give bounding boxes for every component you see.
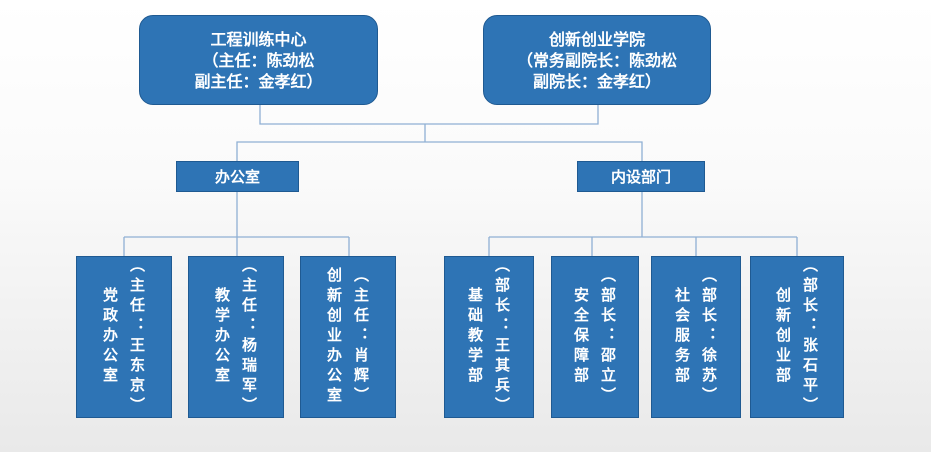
- unit-head: （主任：杨瑞军）: [240, 257, 258, 417]
- unit-name: 基础教学部: [466, 287, 484, 387]
- unit-name: 社会服务部: [673, 287, 691, 387]
- top-unit-line: 副主任：金孝红）: [194, 71, 323, 91]
- top-unit-line: 副院长：金孝红）: [532, 71, 661, 91]
- unit-name: 党政办公室: [101, 287, 119, 387]
- branch-office: 办公室: [176, 161, 299, 192]
- unit-head: （部长：徐苏）: [700, 267, 718, 407]
- unit-head: （部长：王其兵）: [493, 257, 511, 417]
- office-unit: 创新创业办公室 （主任：肖辉）: [300, 256, 396, 418]
- unit-head: （部长：邵立）: [599, 267, 617, 407]
- department-unit: 创新创业部 （部长：张石平）: [750, 256, 844, 418]
- office-unit: 党政办公室 （主任：王东京）: [76, 256, 172, 418]
- connector-top-join: [259, 105, 599, 125]
- branch-internal-departments: 内设部门: [577, 161, 705, 192]
- department-unit: 安全保障部 （部长：邵立）: [551, 256, 639, 418]
- top-unit-name: 工程训练中心: [210, 29, 307, 49]
- unit-head: （部长：张石平）: [801, 257, 819, 417]
- top-unit-name: 创新创业学院: [548, 29, 645, 49]
- unit-name: 创新创业部: [774, 287, 792, 387]
- top-unit-innovation-college: 创新创业学院 （常务副院长：陈劲松 副院长：金孝红）: [483, 15, 711, 105]
- top-unit-line: （主任：陈劲松: [202, 50, 315, 70]
- unit-head: （主任：肖辉）: [352, 267, 370, 407]
- unit-name: 安全保障部: [572, 287, 590, 387]
- branch-label: 办公室: [214, 168, 260, 186]
- office-unit: 教学办公室 （主任：杨瑞军）: [188, 256, 284, 418]
- connector-branches-bar: [236, 141, 643, 162]
- branch-label: 内设部门: [610, 168, 671, 186]
- department-unit: 社会服务部 （部长：徐苏）: [651, 256, 741, 418]
- top-unit-engineering-center: 工程训练中心 （主任：陈劲松 副主任：金孝红）: [139, 15, 378, 105]
- unit-head: （主任：王东京）: [128, 257, 146, 417]
- top-unit-line: （常务副院长：陈劲松: [516, 50, 677, 70]
- unit-name: 教学办公室: [213, 287, 231, 387]
- unit-name: 创新创业办公室: [325, 267, 343, 407]
- department-unit: 基础教学部 （部长：王其兵）: [444, 256, 534, 418]
